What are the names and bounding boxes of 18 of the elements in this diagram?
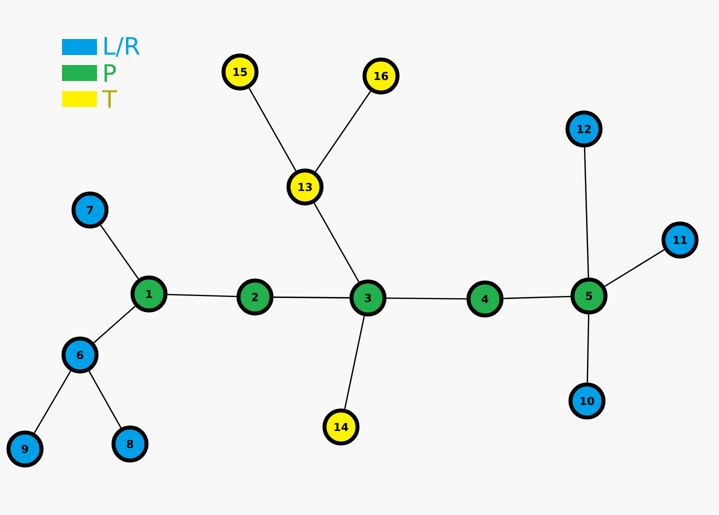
connector-line bbox=[167, 294, 237, 298]
legend-label: L/R bbox=[104, 37, 140, 57]
connector-line bbox=[34, 370, 72, 434]
connector-line bbox=[584, 147, 590, 278]
connector-line bbox=[586, 314, 590, 383]
legend-label: T bbox=[102, 90, 117, 108]
connector-line bbox=[100, 224, 139, 280]
connector-line bbox=[503, 296, 571, 300]
connector-line bbox=[248, 88, 296, 172]
connector-line bbox=[93, 306, 136, 344]
connector-line bbox=[274, 296, 350, 298]
legend-label: P bbox=[104, 64, 116, 82]
connector-line bbox=[344, 316, 365, 410]
connector-line bbox=[604, 249, 665, 287]
connector-line bbox=[386, 298, 467, 300]
connector-line bbox=[314, 90, 372, 172]
connector-line bbox=[314, 202, 360, 282]
connector-line bbox=[88, 370, 122, 428]
